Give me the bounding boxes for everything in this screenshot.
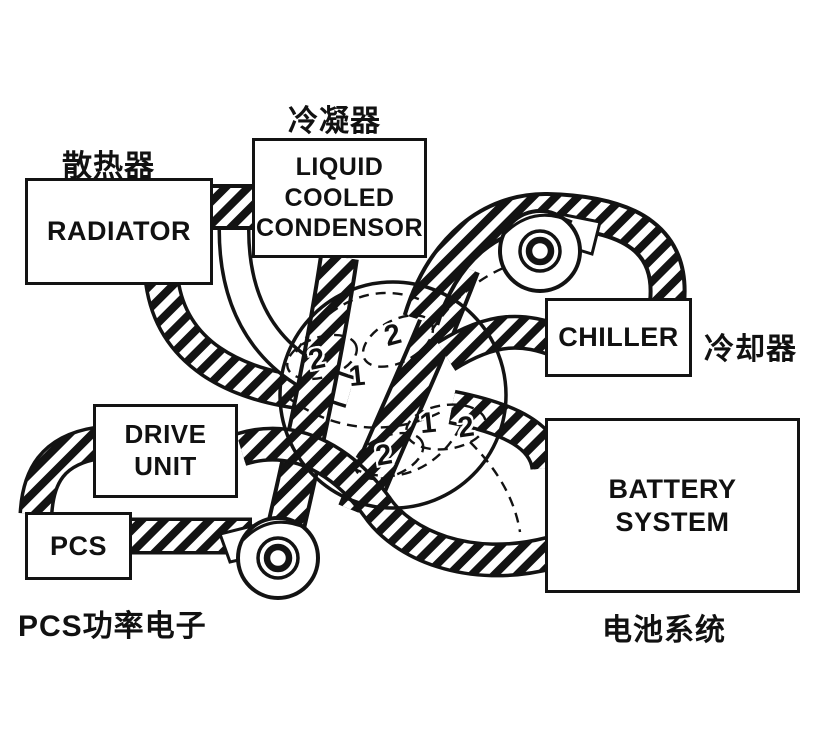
battery-system-box: BATTERY SYSTEM <box>545 418 800 593</box>
pump-icon <box>218 516 320 600</box>
pcs-label: PCS <box>49 530 108 561</box>
pipe-condensor-valve-pump <box>264 254 359 540</box>
pump-icon <box>498 209 602 293</box>
pipe-driveunit-pcs <box>18 425 102 516</box>
valve-flow-dashes <box>285 264 522 533</box>
liquid-cooled-condensor-box: LIQUID COOLED CONDENSOR <box>252 138 427 258</box>
chiller-label: CHILLER <box>558 322 679 353</box>
pipe-valve-chiller <box>436 314 567 371</box>
pcs-annotation-cn: PCS功率电子 <box>18 610 207 643</box>
drive-unit-label-line1: DRIVE <box>124 419 207 450</box>
valve-port-number: 1 <box>418 406 438 441</box>
drive-unit-box: DRIVE UNIT <box>93 404 238 498</box>
radiator-annotation-cn: 散热器 <box>62 150 155 183</box>
radiator-box: RADIATOR <box>25 178 213 285</box>
octovalve-circle <box>278 280 508 510</box>
battery-label-line1: BATTERY <box>608 473 737 504</box>
condensor-label-line2: COOLED <box>284 183 395 212</box>
chiller-annotation-cn: 冷却器 <box>704 333 797 366</box>
condensor-label-line1: LIQUID <box>295 153 384 182</box>
pipe-radiator-valve <box>144 278 316 412</box>
condensor-label-line3: CONDENSOR <box>255 214 423 243</box>
drive-unit-label-line2: UNIT <box>134 451 197 481</box>
valve-port-number: 1 <box>347 359 367 394</box>
battery-label-line2: SYSTEM <box>615 506 730 537</box>
pcs-box: PCS <box>25 512 132 580</box>
chiller-box: CHILLER <box>545 298 692 377</box>
condensor-annotation-cn: 冷凝器 <box>288 105 381 138</box>
radiator-label: RADIATOR <box>47 216 191 247</box>
battery-annotation-cn: 电池系统 <box>602 614 726 647</box>
